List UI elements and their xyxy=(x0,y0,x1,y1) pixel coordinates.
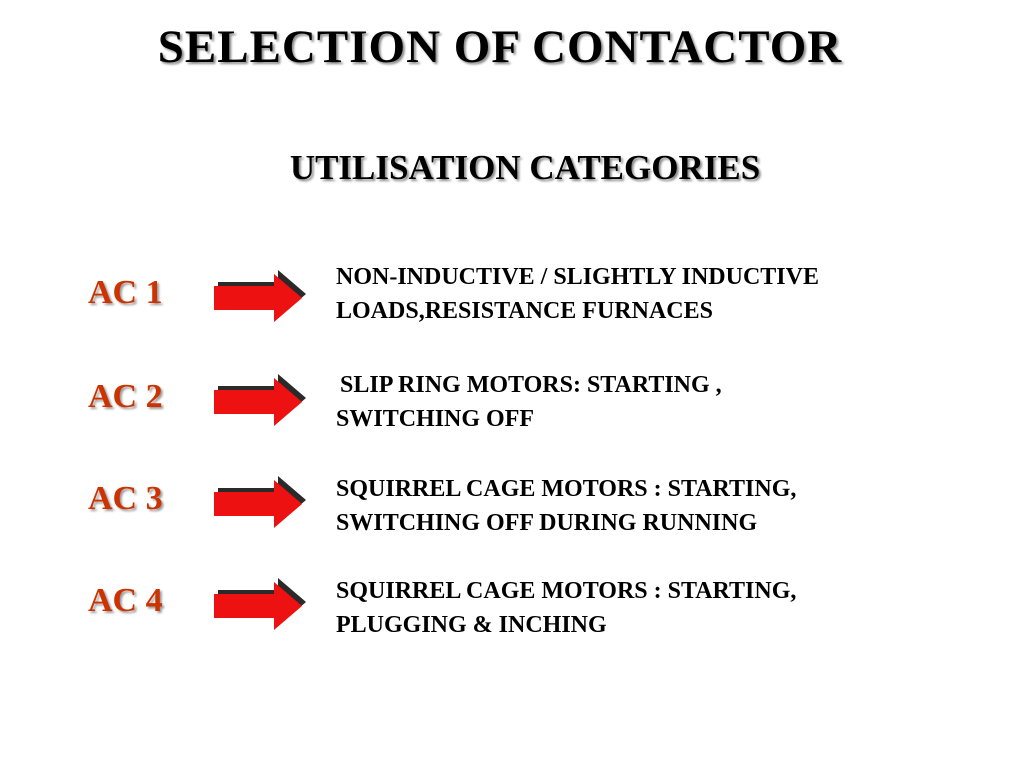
description-line: SQUIRREL CAGE MOTORS : STARTING, xyxy=(336,578,797,604)
description-line: PLUGGING & INCHING xyxy=(336,612,607,638)
category-code: AC 4 xyxy=(88,582,163,619)
category-row-ac4: AC 4 SQUIRREL CAGE MOTORS : STARTING, PL… xyxy=(0,570,1024,660)
category-row-ac3: AC 3 SQUIRREL CAGE MOTORS : STARTING, SW… xyxy=(0,468,1024,558)
right-arrow-icon xyxy=(214,578,306,630)
category-description: NON-INDUCTIVE / SLIGHTLY INDUCTIVE LOADS… xyxy=(336,260,976,328)
description-line: SQUIRREL CAGE MOTORS : STARTING, xyxy=(336,476,797,502)
category-description: SLIP RING MOTORS: STARTING , SWITCHING O… xyxy=(336,368,976,436)
category-code: AC 2 xyxy=(88,378,163,415)
description-line: LOADS,RESISTANCE FURNACES xyxy=(336,298,713,324)
category-description: SQUIRREL CAGE MOTORS : STARTING, SWITCHI… xyxy=(336,472,976,540)
category-code: AC 3 xyxy=(88,480,163,517)
description-line: SWITCHING OFF DURING RUNNING xyxy=(336,510,758,536)
description-line: SLIP RING MOTORS: STARTING , xyxy=(340,372,722,398)
category-row-ac2: AC 2 SLIP RING MOTORS: STARTING , SWITCH… xyxy=(0,366,1024,456)
slide-title: SELECTION OF CONTACTOR xyxy=(157,21,843,73)
category-row-ac1: AC 1 NON-INDUCTIVE / SLIGHTLY INDUCTIVE … xyxy=(0,262,1024,352)
right-arrow-icon xyxy=(214,476,306,528)
right-arrow-icon xyxy=(214,270,306,322)
description-line: SWITCHING OFF xyxy=(336,406,535,432)
category-code: AC 1 xyxy=(88,274,163,311)
description-line: NON-INDUCTIVE / SLIGHTLY INDUCTIVE xyxy=(336,264,819,290)
slide-subtitle: UTILISATION CATEGORIES xyxy=(289,148,761,187)
right-arrow-icon xyxy=(214,374,306,426)
category-description: SQUIRREL CAGE MOTORS : STARTING, PLUGGIN… xyxy=(336,574,976,642)
